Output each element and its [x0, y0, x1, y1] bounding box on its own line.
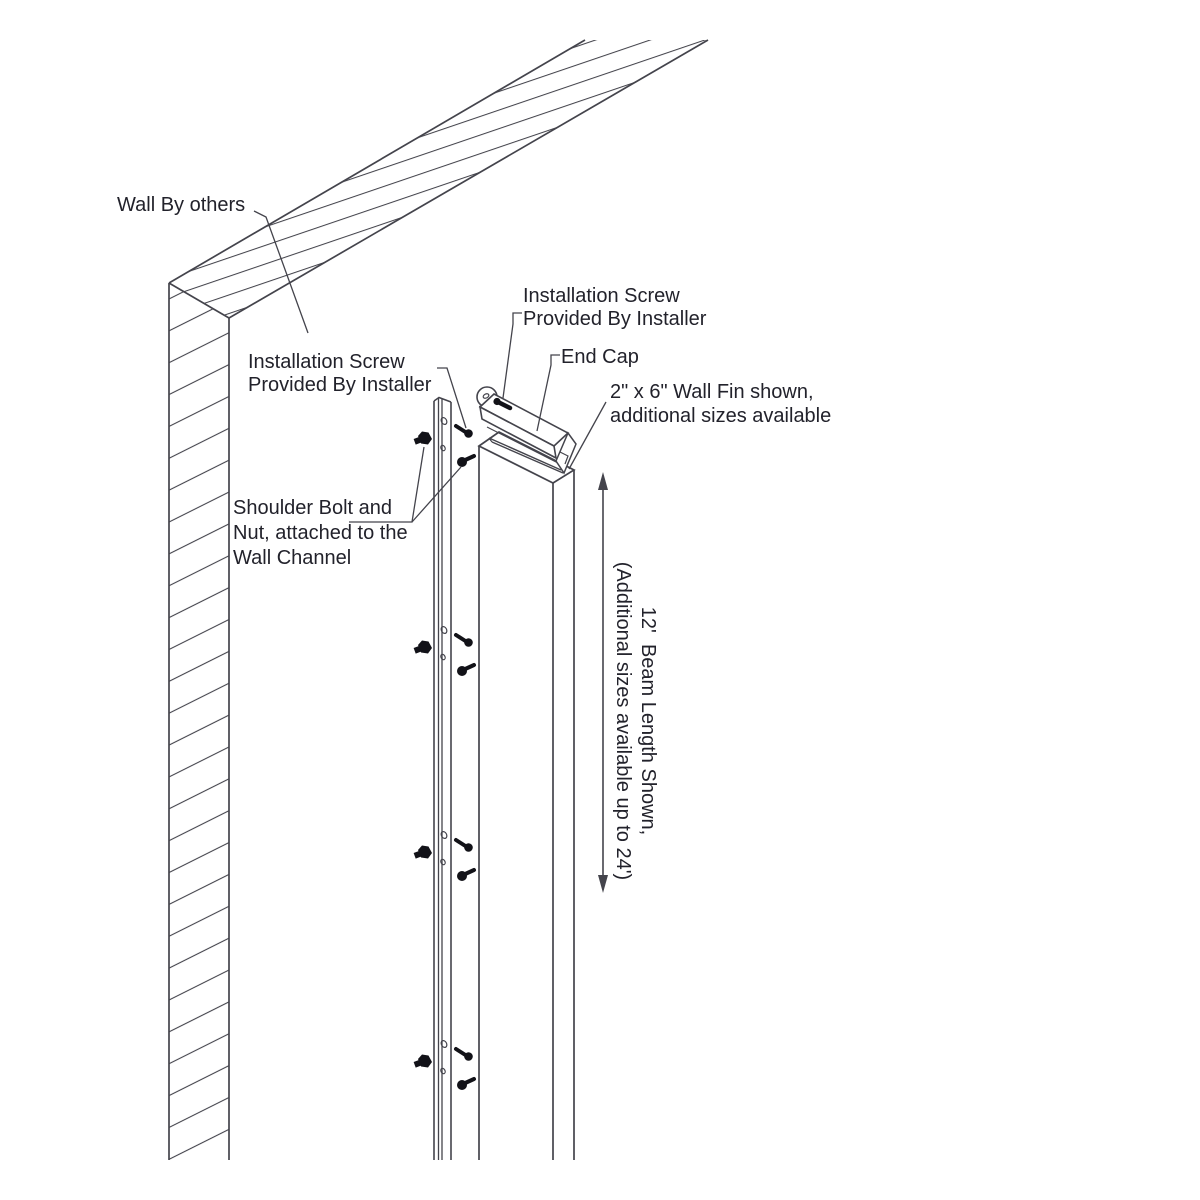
label-end-cap: End Cap — [561, 346, 639, 368]
fastener-group — [413, 416, 476, 1090]
wall-vertical-strip-hatch — [169, 283, 229, 1160]
wall-band-hatch — [169, 40, 708, 318]
channel-hole — [440, 444, 446, 452]
channel-hole — [440, 858, 446, 866]
channel-hole — [440, 416, 448, 426]
installation-screw — [457, 1077, 476, 1090]
leader-wall-by-others — [253, 210, 309, 334]
installation-screw — [454, 838, 473, 852]
channel-hole — [440, 625, 448, 635]
channel-hole — [440, 830, 448, 840]
leader-shoulder-bolt — [349, 446, 462, 523]
installation-screw — [457, 663, 476, 676]
shoulder-bolt-nut — [413, 1054, 432, 1068]
shoulder-bolt-nut — [413, 845, 432, 859]
installation-screw — [457, 868, 476, 881]
leader-end-cap — [536, 354, 560, 432]
installation-screw — [457, 454, 476, 467]
beam-length-line2: (Additional sizes available up to 24') — [612, 561, 634, 881]
cap-installation-screw — [493, 397, 513, 411]
leader-wall-fin — [568, 401, 607, 470]
leader-lines — [253, 210, 607, 523]
wall-fin-beam — [477, 431, 576, 1160]
label-installation-screw-left: Installation Screw Provided By Installer — [248, 351, 432, 396]
wall-section — [168, 39, 709, 1160]
label-beam-length: 12' Beam Length Shown, (Additional sizes… — [610, 541, 660, 901]
channel-hole — [440, 653, 446, 661]
end-cap-tab-hole — [482, 393, 490, 399]
installation-screw — [454, 1047, 473, 1061]
fastener-set-2 — [413, 625, 476, 676]
label-wall-by-others: Wall By others — [117, 194, 246, 216]
shoulder-bolt-nut — [413, 640, 432, 654]
label-installation-screw-top: Installation Screw Provided By Installer — [523, 285, 707, 330]
installation-screw — [454, 633, 473, 647]
channel-hole — [440, 1067, 446, 1075]
wall-channel — [433, 396, 452, 1160]
fastener-set-1 — [413, 416, 476, 467]
arrowhead-down — [598, 875, 608, 893]
shoulder-bolt-nut — [413, 431, 432, 445]
channel-hole — [440, 1039, 448, 1049]
beam-length-dimension-arrow — [598, 472, 608, 893]
label-wall-fin: 2" x 6" Wall Fin shown, additional sizes… — [610, 381, 832, 427]
fastener-set-4 — [413, 1039, 476, 1090]
label-shoulder-bolt: Shoulder Bolt and Nut, attached to the W… — [233, 497, 408, 569]
end-cap-end-profile — [555, 431, 577, 475]
fastener-set-3 — [413, 830, 476, 881]
arrowhead-up — [598, 472, 608, 490]
leader-installation-screw-left — [437, 367, 467, 429]
installation-screw — [454, 424, 473, 438]
leader-installation-screw-top — [502, 312, 522, 399]
beam-length-line1: 12' Beam Length Shown, — [637, 606, 659, 836]
end-cap — [476, 386, 577, 475]
wall-corner-miter-line — [168, 282, 230, 319]
